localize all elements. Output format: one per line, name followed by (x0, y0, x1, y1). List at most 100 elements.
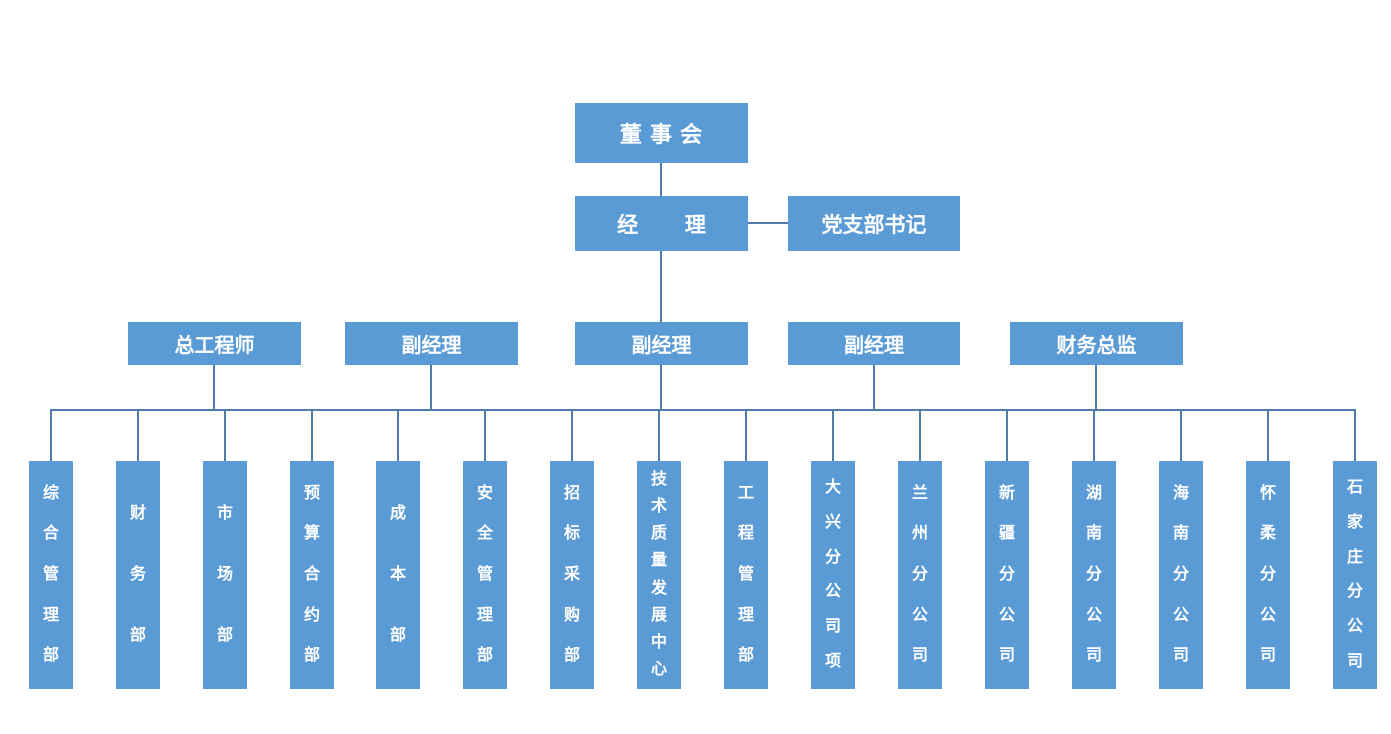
vertical-char: 部 (216, 627, 233, 644)
connector-manager-to-deputy (660, 251, 662, 322)
node-dept-label: 石家庄分公司 (1333, 461, 1377, 689)
vertical-char: 算 (303, 525, 320, 543)
connector-dept-drop-10 (832, 411, 834, 461)
vertical-char: 分 (824, 548, 841, 566)
vertical-char: 公 (824, 583, 841, 601)
node-deputy-manager-2: 副经理 (575, 322, 748, 365)
vertical-char: 量 (650, 552, 667, 570)
node-dept-label: 综合管理部 (29, 461, 73, 689)
vertical-char: 兴 (824, 513, 841, 531)
vertical-char: 司 (1346, 653, 1363, 671)
connector-deputy2-drop (660, 365, 662, 410)
connector-dept-drop-9 (745, 411, 747, 461)
vertical-char: 市 (216, 505, 233, 522)
vertical-char: 司 (824, 618, 841, 636)
node-dept-finance: 财务部 (116, 461, 160, 689)
connector-deputy1-drop (430, 365, 432, 410)
connector-board-to-manager (660, 163, 662, 196)
node-branch-xinjiang: 新疆分公司 (985, 461, 1029, 689)
node-branch-hunan: 湖南分公司 (1072, 461, 1116, 689)
vertical-char: 场 (216, 566, 233, 583)
node-branch-daxing: 大兴分公司项 (811, 461, 855, 689)
vertical-char: 大 (824, 478, 841, 496)
node-manager: 经 理 (575, 196, 748, 251)
node-finance-director: 财务总监 (1010, 322, 1183, 365)
vertical-char: 南 (1172, 525, 1189, 543)
node-dept-cost: 成本部 (376, 461, 420, 689)
connector-dept-drop-8 (658, 411, 660, 461)
node-dept-label: 怀柔分公司 (1246, 461, 1290, 689)
vertical-char: 技 (650, 471, 667, 489)
vertical-char: 合 (303, 565, 320, 583)
connector-dept-drop-16 (1354, 411, 1356, 461)
vertical-char: 司 (1085, 647, 1102, 665)
node-board: 董 事 会 (575, 103, 748, 163)
vertical-char: 合 (42, 525, 59, 543)
node-party-secretary: 党支部书记 (788, 196, 960, 251)
node-deputy-manager-2-label: 副经理 (631, 335, 692, 357)
node-branch-lanzhou: 兰州分公司 (898, 461, 942, 689)
vertical-char: 新 (998, 484, 1015, 502)
connector-chief-engineer-drop (213, 365, 215, 410)
vertical-char: 疆 (998, 525, 1015, 543)
vertical-char: 柔 (1259, 525, 1276, 543)
node-dept-bidding-procurement: 招标采购部 (550, 461, 594, 689)
vertical-char: 购 (563, 606, 580, 624)
node-deputy-manager-3-label: 副经理 (844, 335, 904, 357)
node-dept-engineering-management: 工程管理部 (724, 461, 768, 689)
node-board-label: 董 事 会 (619, 122, 704, 147)
connector-manager-to-party-secretary (748, 222, 788, 224)
connector-deputy3-drop (873, 365, 875, 410)
vertical-char: 司 (911, 647, 928, 665)
vertical-char: 分 (1172, 565, 1189, 583)
connector-dept-drop-3 (224, 411, 226, 461)
vertical-char: 兰 (911, 484, 928, 502)
vertical-char: 财 (129, 505, 146, 522)
node-dept-comprehensive-management: 综合管理部 (29, 461, 73, 689)
vertical-char: 综 (42, 484, 59, 502)
vertical-char: 家 (1346, 513, 1363, 531)
node-branch-shijiazhuang: 石家庄分公司 (1333, 461, 1377, 689)
vertical-char: 管 (737, 565, 754, 583)
vertical-char: 部 (42, 647, 59, 665)
node-dept-label: 市场部 (203, 461, 247, 689)
vertical-char: 部 (303, 647, 320, 665)
vertical-char: 管 (476, 565, 493, 583)
node-deputy-manager-1-label: 副经理 (401, 335, 462, 357)
connector-cfo-drop (1095, 365, 1097, 410)
node-manager-label: 经 理 (617, 213, 706, 237)
vertical-char: 管 (42, 565, 59, 583)
vertical-char: 公 (998, 606, 1015, 624)
node-dept-budget-contract: 预算合约部 (290, 461, 334, 689)
connector-dept-drop-5 (397, 411, 399, 461)
connector-dept-drop-13 (1093, 411, 1095, 461)
vertical-char: 司 (998, 647, 1015, 665)
vertical-char: 怀 (1259, 484, 1276, 502)
vertical-char: 州 (911, 525, 928, 543)
node-dept-label: 成本部 (376, 461, 420, 689)
vertical-char: 程 (737, 525, 754, 543)
node-dept-label: 兰州分公司 (898, 461, 942, 689)
vertical-char: 心 (650, 660, 667, 678)
node-dept-label: 湖南分公司 (1072, 461, 1116, 689)
vertical-char: 公 (1172, 606, 1189, 624)
vertical-char: 理 (476, 606, 493, 624)
node-dept-market: 市场部 (203, 461, 247, 689)
node-deputy-manager-3: 副经理 (788, 322, 960, 365)
vertical-char: 标 (563, 525, 580, 543)
vertical-char: 部 (737, 647, 754, 665)
node-branch-hainan: 海南分公司 (1159, 461, 1203, 689)
node-deputy-manager-1: 副经理 (345, 322, 518, 365)
vertical-char: 质 (650, 525, 667, 543)
vertical-char: 庄 (1346, 548, 1363, 566)
vertical-char: 工 (737, 484, 754, 502)
vertical-char: 分 (911, 565, 928, 583)
connector-dept-drop-2 (137, 411, 139, 461)
connector-dept-drop-14 (1180, 411, 1182, 461)
connector-dept-drop-12 (1006, 411, 1008, 461)
node-dept-label: 招标采购部 (550, 461, 594, 689)
vertical-char: 部 (129, 627, 146, 644)
node-branch-huairou: 怀柔分公司 (1246, 461, 1290, 689)
node-chief-engineer-label: 总工程师 (174, 335, 255, 357)
vertical-char: 术 (650, 498, 667, 516)
